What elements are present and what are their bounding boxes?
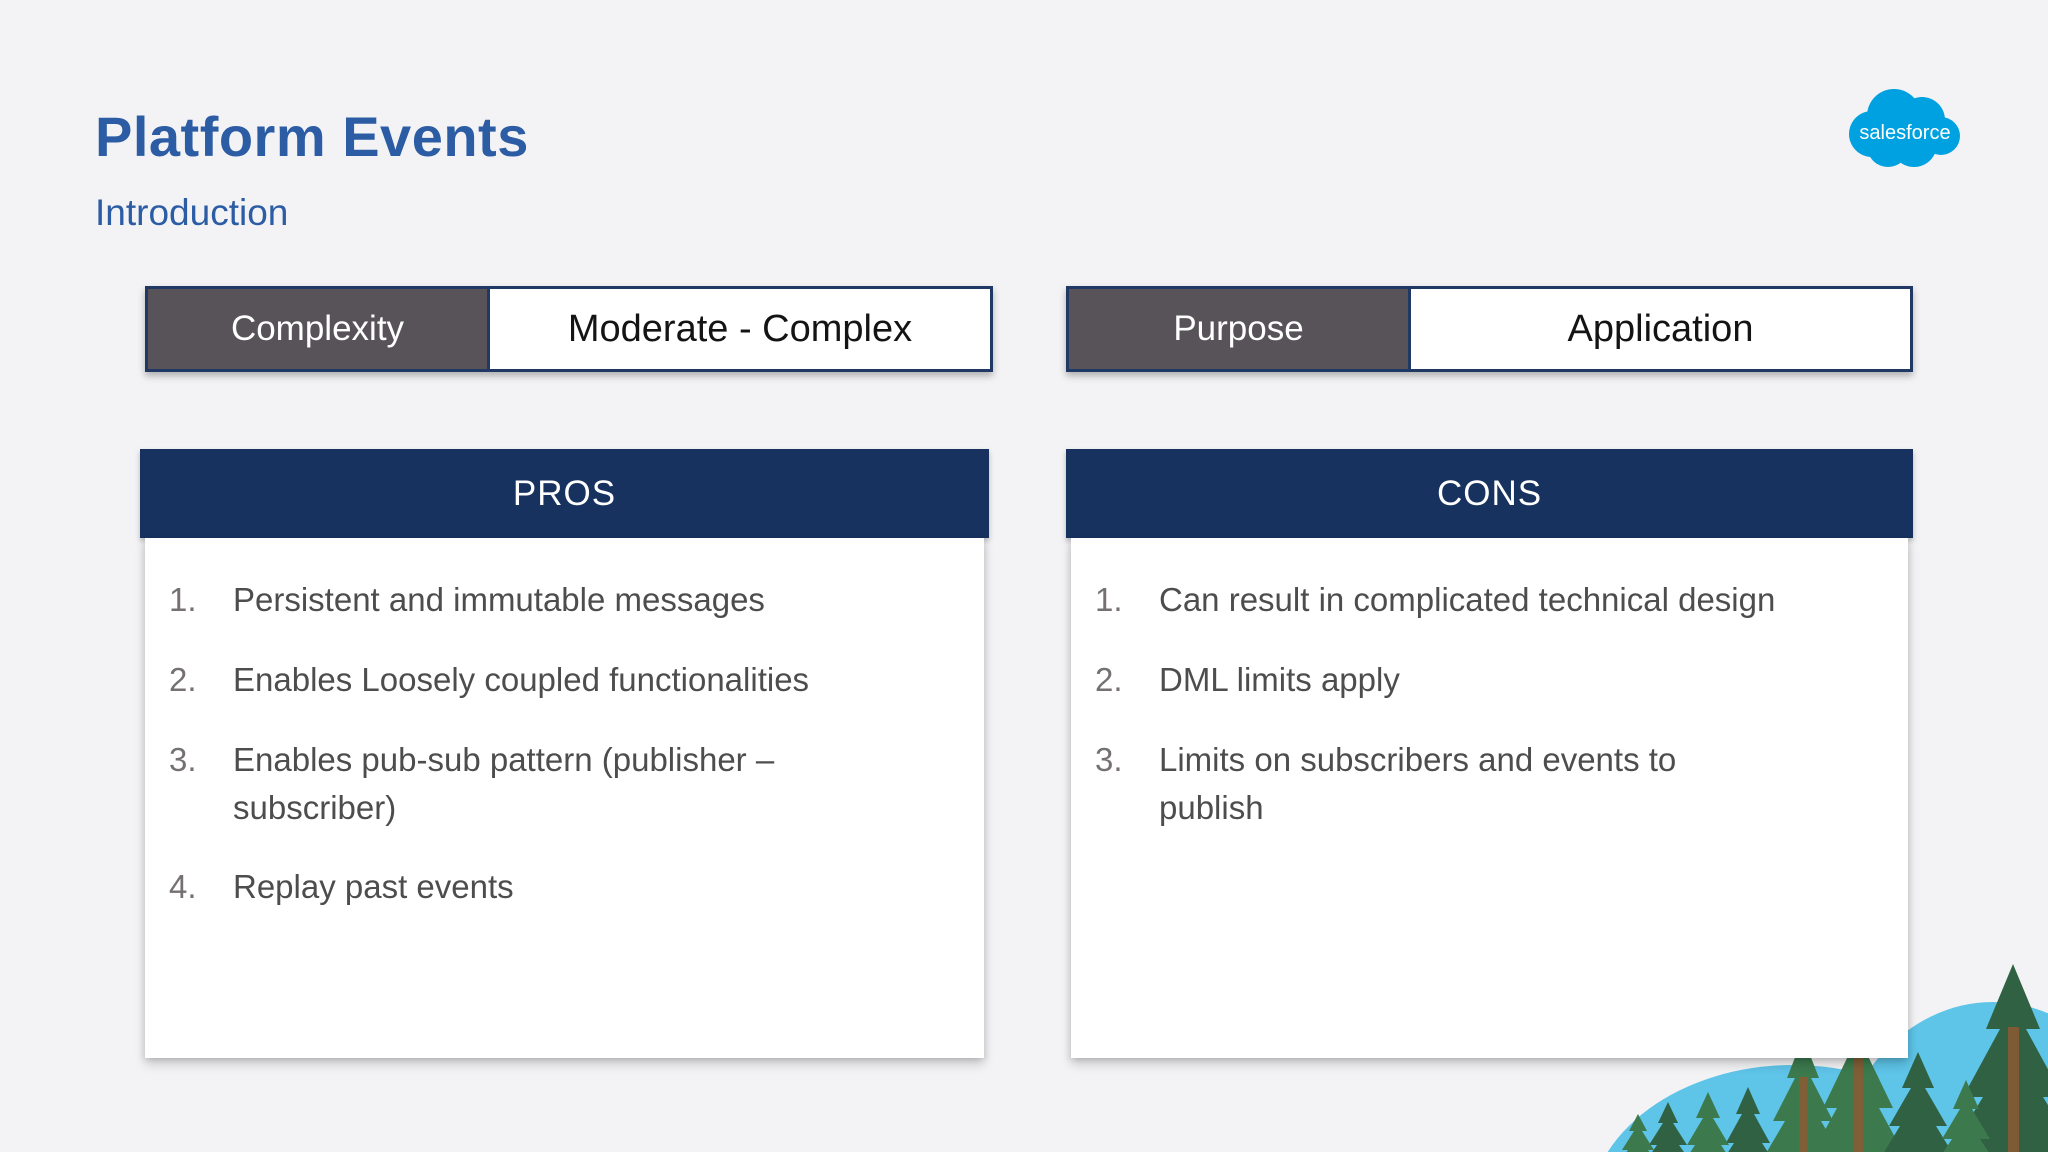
cons-card-header: CONS bbox=[1066, 449, 1913, 538]
cons-card: CONS 1. Can result in complicated techni… bbox=[1066, 449, 1913, 1058]
page-title: Platform Events bbox=[95, 105, 529, 168]
pros-card-body: 1. Persistent and immutable messages 2. … bbox=[145, 538, 984, 1058]
tree-trunk bbox=[1799, 1077, 1807, 1152]
list-item-text: Can result in complicated technical desi… bbox=[1159, 581, 1776, 618]
pine-tree-icon bbox=[1649, 1102, 1687, 1152]
spec-complexity-label: Complexity bbox=[145, 286, 490, 372]
list-item-number: 1. bbox=[169, 581, 197, 618]
tree-trunk bbox=[2008, 1027, 2019, 1152]
list-item-text: Replay past events bbox=[233, 868, 514, 906]
list-item-text: Enables pub-sub pattern (publisher – sub… bbox=[233, 740, 775, 826]
list-item-number: 1. bbox=[1095, 581, 1123, 618]
pine-tree-icon bbox=[1726, 1087, 1770, 1152]
list-item-number: 2. bbox=[1095, 660, 1123, 698]
pros-list: 1. Persistent and immutable messages 2. … bbox=[155, 576, 966, 911]
pine-tree-icon bbox=[1949, 964, 2048, 1152]
pine-tree-icon bbox=[1884, 1052, 1952, 1152]
salesforce-logo-icon: salesforce bbox=[1849, 89, 1960, 167]
pine-tree-icon bbox=[1622, 1114, 1654, 1152]
tree-trunk bbox=[1854, 1052, 1863, 1152]
list-item: 3. Limits on subscribers and events to p… bbox=[1081, 736, 1890, 832]
list-item-text: Persistent and immutable messages bbox=[233, 581, 765, 618]
pros-card: PROS 1. Persistent and immutable message… bbox=[140, 449, 989, 1058]
list-item: 3. Enables pub-sub pattern (publisher – … bbox=[155, 736, 966, 832]
list-item-number: 3. bbox=[169, 740, 197, 778]
list-item: 1. Can result in complicated technical d… bbox=[1081, 576, 1890, 624]
page-subtitle: Introduction bbox=[95, 192, 289, 233]
cons-list: 1. Can result in complicated technical d… bbox=[1081, 576, 1890, 831]
pros-card-header: PROS bbox=[140, 449, 989, 538]
list-item-number: 3. bbox=[1095, 740, 1123, 778]
list-item: 4. Replay past events bbox=[155, 863, 966, 911]
forest-illustration bbox=[1607, 964, 2048, 1152]
list-item-number: 2. bbox=[169, 660, 197, 698]
list-item: 1. Persistent and immutable messages bbox=[155, 576, 966, 624]
list-item: 2. DML limits apply bbox=[1081, 656, 1890, 704]
spec-complexity-value: Moderate - Complex bbox=[487, 286, 993, 372]
list-item-text: Enables Loosely coupled functionalities bbox=[233, 660, 810, 698]
pine-tree-icon bbox=[1687, 1092, 1729, 1152]
spec-purpose-value: Application bbox=[1408, 286, 1913, 372]
spec-purpose: Purpose Application bbox=[1066, 286, 1913, 372]
spec-complexity: Complexity Moderate - Complex bbox=[145, 286, 993, 372]
pine-tree-icon bbox=[1942, 1080, 1990, 1152]
list-item-number: 4. bbox=[169, 868, 197, 906]
list-item: 2. Enables Loosely coupled functionaliti… bbox=[155, 656, 966, 704]
salesforce-logo-text: salesforce bbox=[1859, 122, 1950, 144]
spec-purpose-label: Purpose bbox=[1066, 286, 1411, 372]
list-item-text: DML limits apply bbox=[1159, 660, 1400, 698]
list-item-text: Limits on subscribers and events to publ… bbox=[1159, 740, 1677, 826]
cons-card-body: 1. Can result in complicated technical d… bbox=[1071, 538, 1908, 1058]
